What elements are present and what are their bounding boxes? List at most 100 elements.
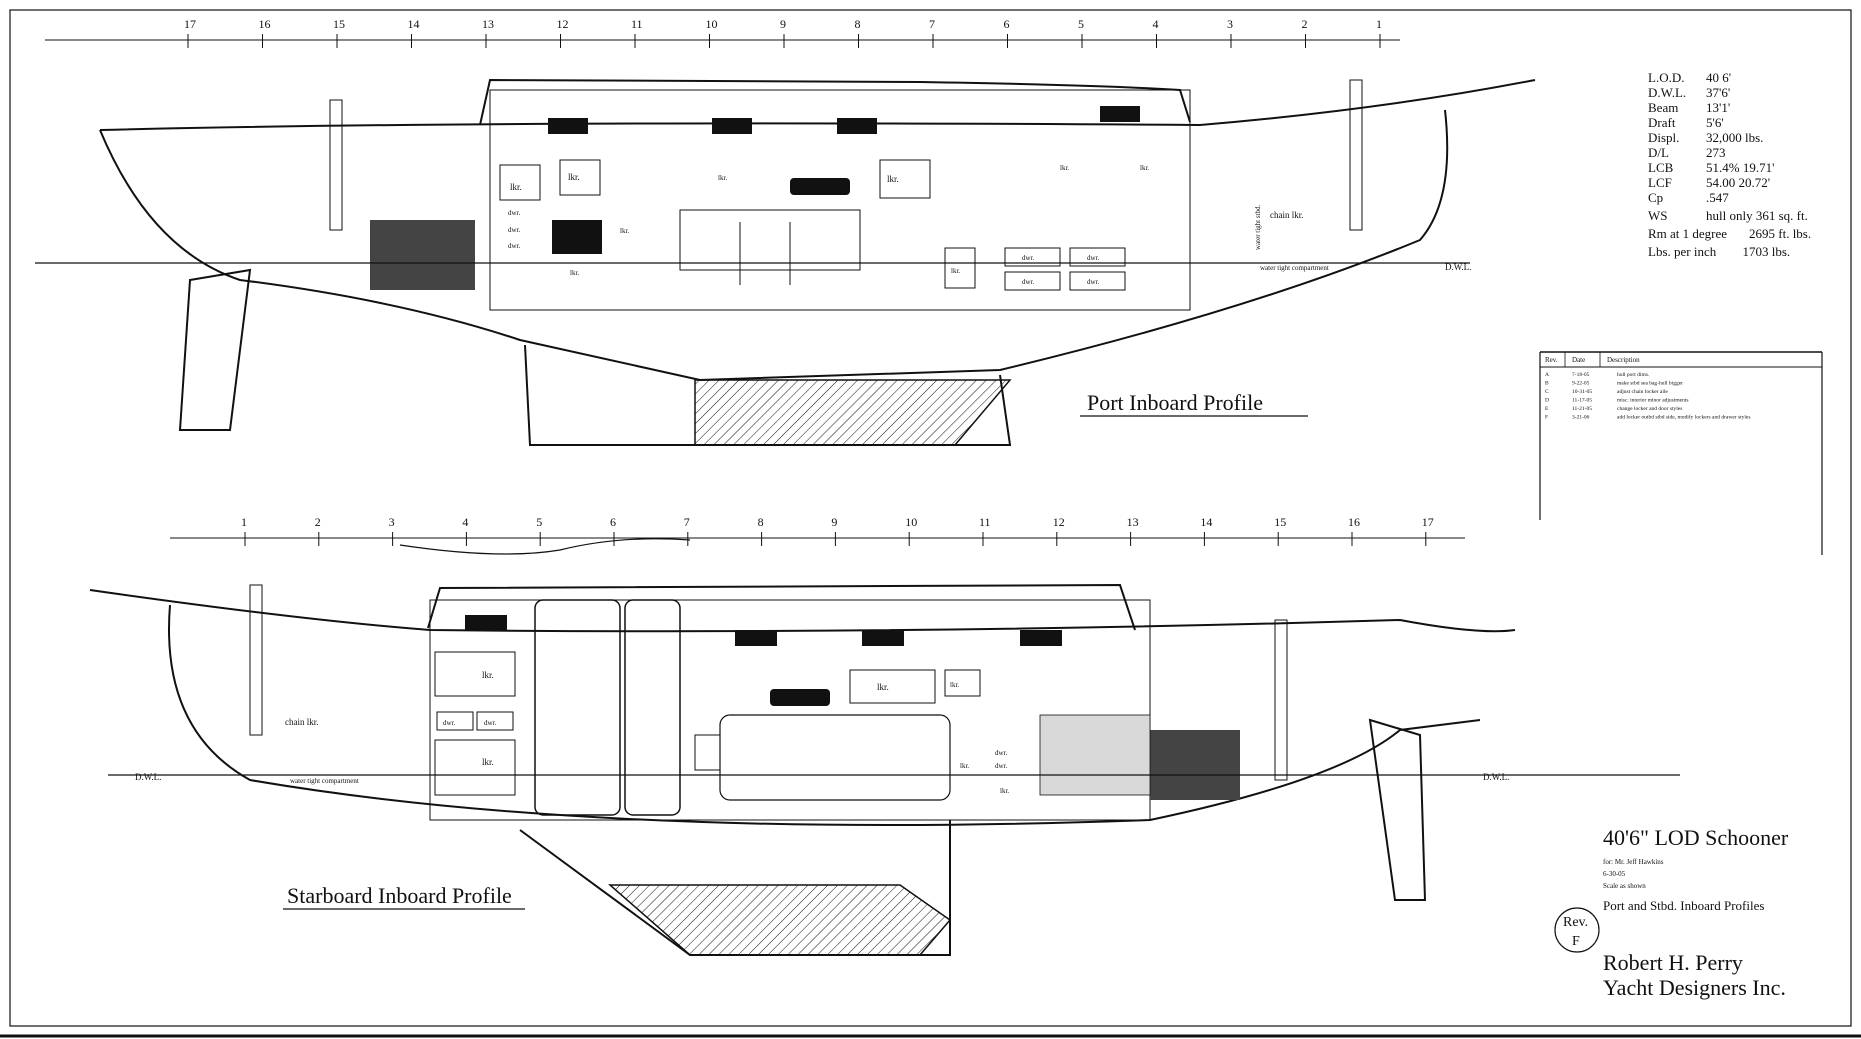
spec-value: 1703 lbs. bbox=[1743, 244, 1791, 259]
port-locker-2-label: lkr. bbox=[568, 172, 580, 182]
spec-row: D.W.L. 37'6' bbox=[1648, 85, 1730, 100]
spec-list: L.O.D.40 6'D.W.L. 37'6' Beam 13'1' Draft 5'6'… bbox=[1648, 70, 1811, 259]
spec-row: Beam 13'1' bbox=[1648, 100, 1730, 115]
stbd-locker-3-label: lkr. bbox=[877, 682, 889, 692]
stbd-hull-outline bbox=[168, 604, 1481, 826]
rev-cell: D bbox=[1545, 398, 1549, 404]
port-rudder bbox=[178, 268, 252, 431]
port-station-label: 11 bbox=[631, 17, 643, 31]
stbd-station-label: 12 bbox=[1053, 515, 1065, 529]
stbd-station-label: 3 bbox=[389, 515, 395, 529]
port-drawer-1-label: dwr. bbox=[1022, 254, 1035, 262]
rev-cell: hull port dims. bbox=[1617, 372, 1650, 378]
port-drawer-2-label: dwr. bbox=[1087, 254, 1100, 262]
stbd-station-label: 9 bbox=[831, 515, 837, 529]
port-station-label: 8 bbox=[855, 17, 861, 31]
stbd-portlight-4 bbox=[1020, 630, 1062, 646]
rev-cell: F bbox=[1545, 415, 1548, 421]
rev-cell: 9-22-05 bbox=[1572, 381, 1590, 387]
spec-label: Draft bbox=[1648, 115, 1676, 130]
spec-label: Cp bbox=[1648, 190, 1663, 205]
rev-cell: misc. interior minor adjustments bbox=[1617, 398, 1689, 404]
port-locker-5-label: lkr. bbox=[570, 269, 579, 277]
port-station-label: 2 bbox=[1302, 17, 1308, 31]
port-chain-locker-label: chain lkr. bbox=[1270, 210, 1304, 220]
stbd-drawer-1-label: dwr. bbox=[443, 719, 456, 727]
spec-label: D/L bbox=[1648, 145, 1669, 160]
spec-row: Displ.32,000 lbs. bbox=[1648, 130, 1763, 145]
port-drawer-2 bbox=[1069, 247, 1126, 267]
spec-label: Beam bbox=[1648, 100, 1678, 115]
drawing-title: 40'6" LOD Schooner bbox=[1603, 825, 1789, 850]
spec-value: 5'6' bbox=[1706, 115, 1724, 130]
port-water-tight-stbd-label: water tight stbd. bbox=[1254, 204, 1262, 250]
designer-name: Robert H. Perry bbox=[1603, 950, 1743, 975]
rev-cell: 11-21-05 bbox=[1572, 406, 1592, 412]
rev-cell: B bbox=[1545, 381, 1549, 387]
stbd-oval-window bbox=[770, 689, 830, 706]
port-sheer-line bbox=[99, 79, 1536, 131]
spec-label: D.W.L. bbox=[1648, 85, 1686, 100]
rev-cell: C bbox=[1545, 389, 1549, 395]
stbd-station-label: 7 bbox=[684, 515, 690, 529]
stbd-ballast-hatch bbox=[608, 884, 952, 956]
rev-cell: adjust chain locker aile bbox=[1617, 389, 1668, 395]
sheet-title: Port and Stbd. Inboard Profiles bbox=[1603, 898, 1764, 913]
stbd-station-label: 14 bbox=[1200, 515, 1212, 529]
stbd-engine bbox=[1150, 730, 1240, 800]
port-profile-title: Port Inboard Profile bbox=[1087, 390, 1263, 415]
stbd-drawer-2 bbox=[476, 711, 514, 731]
port-locker-3 bbox=[879, 159, 931, 199]
rev-cell: 7-18-05 bbox=[1572, 372, 1590, 378]
port-drawer-1 bbox=[1004, 247, 1061, 267]
rev-cell: E bbox=[1545, 406, 1549, 412]
stbd-station-label: 4 bbox=[462, 515, 468, 529]
spec-value: 32,000 lbs. bbox=[1706, 130, 1763, 145]
stbd-bow-post bbox=[249, 584, 263, 736]
sheet-border bbox=[9, 9, 1852, 1027]
stbd-locker-1 bbox=[434, 651, 516, 697]
stbd-station-label: 11 bbox=[979, 515, 991, 529]
stbd-chain-locker-label: chain lkr. bbox=[285, 717, 319, 727]
port-locker-1-label: lkr. bbox=[510, 182, 522, 192]
port-locker-9-label: lkr. bbox=[718, 174, 727, 182]
stbd-interior-box bbox=[429, 599, 1151, 821]
rev-cell: 10-31-05 bbox=[1572, 389, 1592, 395]
stbd-drawer-3-label: dwr. bbox=[995, 749, 1008, 757]
port-hull-outline bbox=[99, 109, 1449, 382]
stbd-station-label: 8 bbox=[758, 515, 764, 529]
stbd-mast-partner bbox=[1274, 619, 1288, 781]
port-drawer-4-label: dwr. bbox=[1087, 278, 1100, 286]
port-portlight-1 bbox=[548, 118, 588, 134]
rev-cell: 11-17-05 bbox=[1572, 398, 1592, 404]
stbd-station-label: 5 bbox=[536, 515, 542, 529]
rev-cell: add locker outbd stbd side, modify locke… bbox=[1617, 414, 1751, 421]
port-station-label: 12 bbox=[557, 17, 569, 31]
drawing-scale: Scale as shown bbox=[1603, 882, 1646, 890]
spec-row: Cp.547 bbox=[1648, 190, 1729, 205]
port-locker-1 bbox=[499, 164, 541, 201]
stbd-station-label: 1 bbox=[241, 515, 247, 529]
port-drawer-3 bbox=[1004, 271, 1061, 291]
spec-row: L.O.D.40 6' bbox=[1648, 70, 1731, 85]
spec-value: 37'6' bbox=[1706, 85, 1730, 100]
port-station-label: 9 bbox=[780, 17, 786, 31]
port-station-label: 7 bbox=[929, 17, 935, 31]
port-drawer-4 bbox=[1069, 271, 1126, 291]
stbd-station-label: 6 bbox=[610, 515, 616, 529]
rev-cell: 3-21-06 bbox=[1572, 415, 1590, 421]
port-locker-8-label: lkr. bbox=[1140, 164, 1149, 172]
spec-value: 13'1' bbox=[1706, 100, 1730, 115]
stbd-water-tight-compartment-label: water tight compartment bbox=[290, 777, 359, 785]
stbd-door-2 bbox=[624, 599, 681, 816]
stbd-dwl-label-right: D.W.L. bbox=[1483, 772, 1509, 782]
port-portlight-2 bbox=[712, 118, 752, 134]
